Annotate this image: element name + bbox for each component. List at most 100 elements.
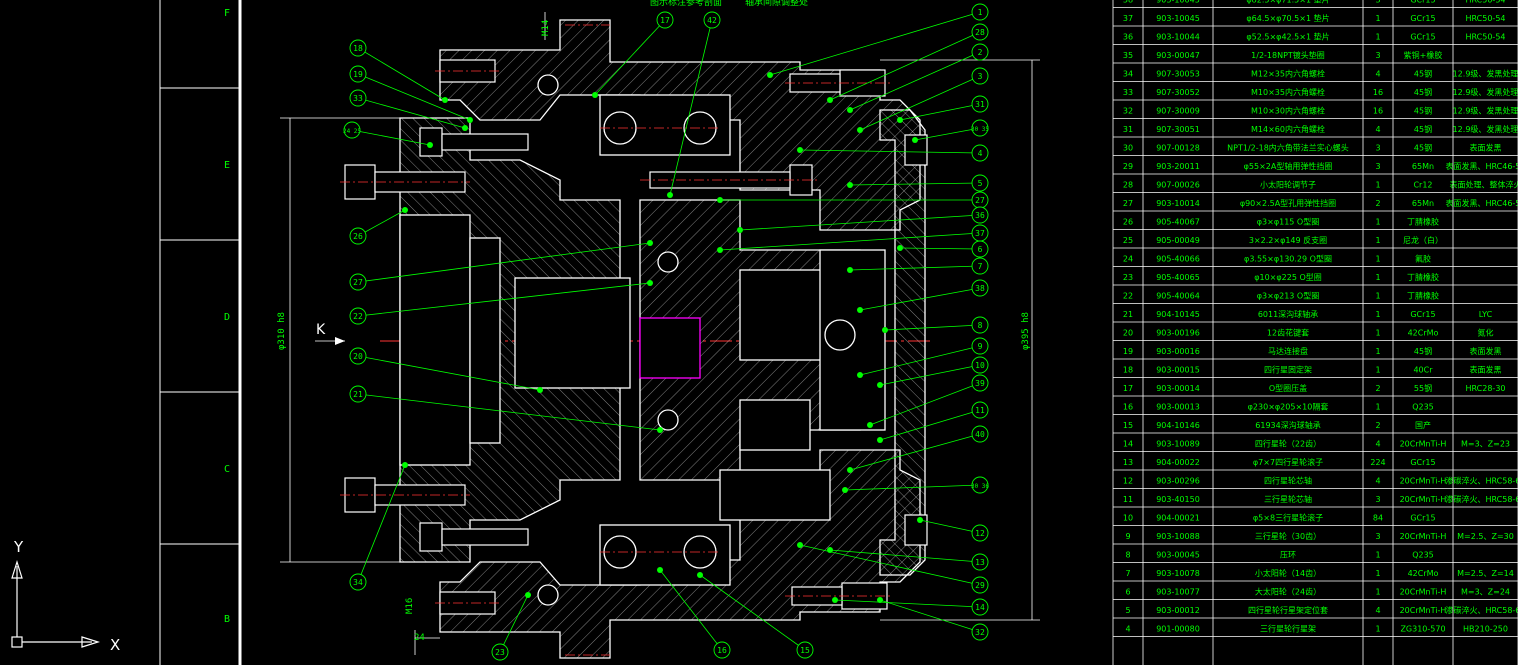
leader-line bbox=[849, 265, 981, 271]
leader-dot bbox=[797, 147, 803, 153]
leader-dot bbox=[882, 327, 888, 333]
bom-cell: GCr15 bbox=[1410, 514, 1435, 523]
bom-cell: 1/2-18NPT镀头垫圈 bbox=[1251, 50, 1325, 60]
leader-dot bbox=[917, 517, 923, 523]
callout-label: 34 bbox=[353, 578, 363, 587]
bom-cell: 38 bbox=[1123, 0, 1133, 5]
bom-cell: 903-10078 bbox=[1156, 569, 1200, 578]
bom-cell: 904-10145 bbox=[1156, 310, 1200, 319]
bom-cell: 903-00296 bbox=[1156, 477, 1200, 486]
callout-circle bbox=[971, 67, 989, 85]
bom-cell: 905-00049 bbox=[1156, 236, 1200, 245]
bom-cell: ZG310-570 bbox=[1400, 625, 1445, 634]
bom-cell: M10×30内六角螺栓 bbox=[1251, 106, 1325, 116]
leader-dot bbox=[912, 137, 918, 143]
leader-lines bbox=[351, 11, 981, 653]
bom-cell: M=2.5、Z=14 bbox=[1457, 569, 1514, 578]
callout-label: 33 bbox=[353, 94, 363, 103]
bom-cell: 903-00045 bbox=[1156, 551, 1200, 560]
leader-line bbox=[357, 282, 651, 317]
callout-circle bbox=[971, 43, 989, 61]
callout-label: 6 bbox=[978, 245, 983, 254]
callout-label: 13 bbox=[975, 558, 985, 567]
bom-cell: 渗碳淬火、HRC58-62 bbox=[1445, 494, 1518, 504]
bom-cell: 1 bbox=[1375, 310, 1380, 319]
leader-line bbox=[899, 103, 981, 121]
bom-cell: NPT1/2-18内六角带法兰实心螺头 bbox=[1227, 143, 1349, 153]
bom-cell: 表面发黑、HRC46-50 bbox=[1445, 198, 1518, 208]
bom-cell: 氮化 bbox=[1478, 328, 1494, 338]
leader-line bbox=[914, 127, 981, 141]
bom-cell: 4 bbox=[1375, 125, 1380, 134]
callout-circle bbox=[349, 307, 367, 325]
callout-circle bbox=[971, 257, 989, 275]
top-note-1: 图示标注参考剖面 bbox=[650, 0, 722, 8]
callout-circle bbox=[343, 121, 361, 139]
leader-line bbox=[659, 569, 723, 651]
bom-cell: 12.9级、发黑处理 bbox=[1453, 87, 1518, 97]
callout-label: 8 bbox=[978, 321, 983, 330]
bom-cell: 65Mn bbox=[1412, 162, 1434, 171]
bom-cell: 4 bbox=[1375, 606, 1380, 615]
leader-dot bbox=[667, 192, 673, 198]
leader-dot bbox=[847, 107, 853, 113]
leader-line bbox=[829, 549, 981, 563]
callout-label: 7 bbox=[978, 262, 983, 271]
callout-label: 10 bbox=[975, 361, 985, 370]
bom-cell: 3 bbox=[1375, 532, 1380, 541]
leader-line bbox=[357, 47, 446, 101]
bom-cell: 61934深沟球轴承 bbox=[1255, 420, 1320, 430]
callout-label: 27 bbox=[975, 196, 985, 205]
bom-cell: φ230×φ205×10隔套 bbox=[1248, 402, 1329, 412]
leader-line bbox=[849, 182, 981, 186]
leader-line bbox=[769, 11, 981, 76]
bom-cell: 表面发黑 bbox=[1470, 346, 1502, 356]
leader-line bbox=[849, 51, 981, 111]
bom-cell: 四行星轮（22齿） bbox=[1255, 439, 1321, 449]
leader-dot bbox=[537, 387, 543, 393]
bom-cell: 34 bbox=[1123, 70, 1133, 79]
bom-cell: M=2.5、Z=30 bbox=[1457, 532, 1514, 541]
zone-letter-left: F bbox=[224, 8, 230, 19]
bom-cell: 3 bbox=[1375, 495, 1380, 504]
bom-cell: HRC50-54 bbox=[1465, 0, 1505, 5]
bom-cell: 20CrMnTi-H bbox=[1400, 477, 1447, 486]
dimension-texts: φ310 h8 φ395 h8 M14 M16 24 图示标注参考剖面 轴承间隙… bbox=[277, 0, 1031, 643]
bom-cell: HRC50-54 bbox=[1465, 33, 1505, 42]
bom-cell: 1 bbox=[1375, 236, 1380, 245]
bom-cell: GCr15 bbox=[1410, 310, 1435, 319]
bom-cell: 12.9级、发黑处理 bbox=[1453, 69, 1518, 79]
callout-circle bbox=[971, 206, 989, 224]
bom-cell: 903-00015 bbox=[1156, 366, 1200, 375]
bom-cell: 大太阳轮（24齿） bbox=[1255, 587, 1321, 597]
bom-cell: 904-00021 bbox=[1156, 514, 1200, 523]
bom-cell: M12×35内六角螺栓 bbox=[1251, 69, 1325, 79]
bom-cell: 3×2.2×φ149 反支圈 bbox=[1249, 235, 1327, 245]
leader-dot bbox=[697, 572, 703, 578]
callout-label: 32 bbox=[975, 628, 985, 637]
bom-cell: GCr15 bbox=[1410, 0, 1435, 5]
bom-cell: 1 bbox=[1375, 218, 1380, 227]
leader-dot bbox=[877, 382, 883, 388]
bom-cell: 丁腈橡胶 bbox=[1407, 217, 1439, 227]
bom-cell: 国产 bbox=[1415, 420, 1431, 430]
bom-cell: 907-30051 bbox=[1156, 125, 1200, 134]
zone-letter-left: E bbox=[224, 160, 230, 171]
leader-dot bbox=[897, 245, 903, 251]
callout-circle bbox=[349, 573, 367, 591]
bom-cell: 四行星轮行星架定位套 bbox=[1248, 605, 1328, 615]
callout-circle bbox=[971, 425, 989, 443]
leader-dot bbox=[797, 542, 803, 548]
bom-cell: 903-10088 bbox=[1156, 532, 1200, 541]
leader-dot bbox=[462, 125, 468, 131]
bom-cell: 表面发黑 bbox=[1470, 143, 1502, 153]
callout-label: 39 bbox=[975, 379, 985, 388]
bom-cell: 17 bbox=[1123, 384, 1133, 393]
